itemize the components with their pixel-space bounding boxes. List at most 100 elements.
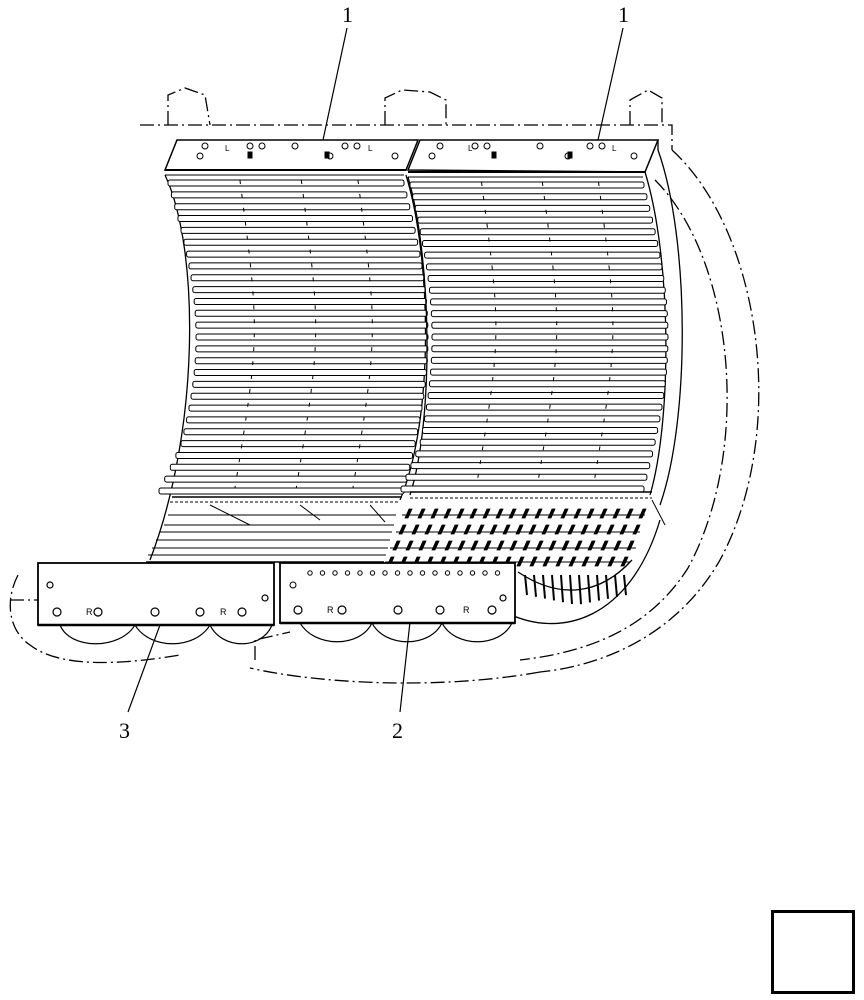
grate-tine (613, 540, 622, 551)
grate-tine (470, 540, 479, 551)
left-concave-section: L L (146, 139, 429, 563)
grate-tine (457, 540, 466, 551)
grate-tine (483, 540, 492, 551)
grate-tine (554, 524, 563, 535)
concave-bar (164, 475, 408, 483)
concave-bar (428, 380, 666, 388)
concave-bar (195, 333, 429, 341)
callout-3: 3 (119, 718, 130, 743)
concave-bar (192, 286, 426, 294)
grate-tine (417, 508, 426, 519)
mount-hole (319, 570, 326, 576)
grate-tine (542, 574, 546, 599)
mount-hole (369, 570, 376, 576)
concave-bar (183, 238, 419, 246)
mount-hole (482, 570, 488, 576)
concave-bar (186, 416, 421, 424)
grate-tine (607, 556, 616, 567)
grate-tine (509, 540, 518, 551)
box-mark-r1: R (86, 607, 93, 617)
concave-bar (430, 310, 668, 318)
grate-tine (496, 540, 505, 551)
box-mark-r3: R (327, 605, 334, 615)
grate-tine (593, 524, 602, 535)
grate-tine (580, 524, 589, 535)
grate-tine (599, 508, 608, 519)
concave-bar (415, 450, 654, 458)
mount-hole (419, 570, 426, 576)
grate-tine (605, 574, 609, 599)
grate-tine (612, 508, 621, 519)
concave-bar (421, 239, 659, 247)
grate-tine (623, 574, 627, 596)
grate-tine (404, 508, 413, 519)
grate-tine (586, 508, 595, 519)
concave-bar (193, 297, 427, 305)
grate-tine (411, 524, 420, 535)
concave-bar (169, 463, 411, 471)
grate-tine (529, 556, 538, 567)
grate-tine (573, 508, 582, 519)
leader-lines (127, 27, 624, 713)
plate-mark-r2: L (612, 144, 617, 153)
grate-tine (521, 508, 530, 519)
concave-wire-rod (592, 181, 614, 487)
concave-bar (421, 427, 659, 435)
concave-bar (180, 226, 416, 234)
concave-bar (428, 286, 666, 294)
phantom-housing (9, 87, 760, 684)
concave-bar (409, 181, 645, 189)
mount-hole (307, 570, 313, 576)
grate-tine (567, 524, 576, 535)
grate-tine (450, 524, 459, 535)
concave-bar (188, 404, 423, 412)
concave-bar (419, 228, 656, 236)
mount-hole (432, 570, 438, 576)
concave-bar (410, 462, 651, 470)
concave-bar (419, 438, 656, 446)
grate-tine (581, 556, 590, 567)
grate-tine (469, 508, 478, 519)
grate-tine (606, 524, 615, 535)
grate-tine (430, 508, 439, 519)
grate-tine (560, 574, 564, 603)
grate-tine (418, 540, 427, 551)
grate-tine (587, 540, 596, 551)
grate-tine (489, 524, 498, 535)
grate-tine (574, 540, 583, 551)
grate-tine (502, 524, 511, 535)
grate-tine (620, 556, 629, 567)
bottom-housing-2: R R (279, 562, 516, 643)
grate-tine (542, 556, 551, 567)
mount-hole (394, 570, 401, 576)
concave-bar (174, 203, 411, 211)
concave-wire-rod (295, 179, 317, 489)
concave-bar (425, 263, 663, 271)
mount-hole (332, 570, 338, 576)
grate-tine (431, 540, 440, 551)
mount-hole (357, 570, 363, 576)
grate-tine (600, 540, 609, 551)
concave-bar (193, 369, 427, 377)
leader-2 (399, 621, 411, 713)
grate-tine (547, 508, 556, 519)
concave-bar (195, 321, 429, 329)
grate-tine (560, 508, 569, 519)
grate-tine (398, 524, 407, 535)
left-lower-grate (146, 496, 402, 563)
concave-bar (186, 250, 421, 258)
concave-bar (424, 415, 661, 423)
concave-bar (158, 487, 405, 495)
grate-tine (516, 556, 525, 567)
back-navigation-button[interactable] (771, 910, 855, 994)
leader-1-left (322, 27, 348, 141)
grate-tine (443, 508, 452, 519)
concave-bar (427, 391, 665, 399)
grate-tine (528, 524, 537, 535)
leader-3 (127, 624, 161, 713)
concave-bar (183, 428, 419, 436)
concave-bar (177, 215, 414, 223)
grate-tine (437, 524, 446, 535)
grate-tine (456, 508, 465, 519)
box-mark-r2: R (220, 607, 227, 617)
